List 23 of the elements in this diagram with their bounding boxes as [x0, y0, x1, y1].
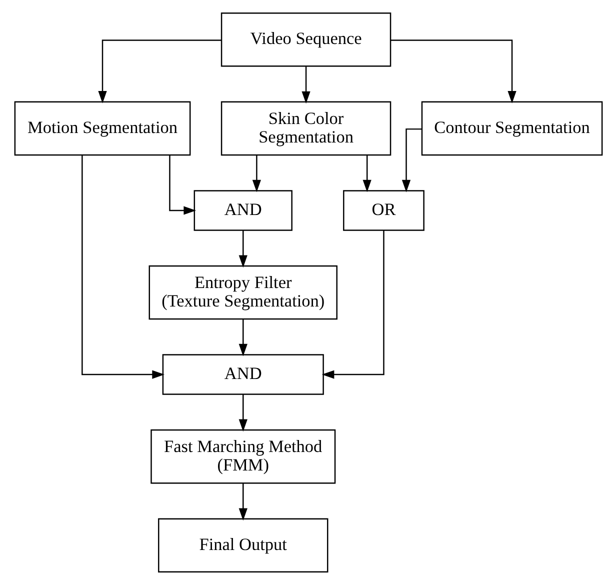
arrow [362, 155, 371, 192]
arrow [238, 230, 247, 268]
arrow [81, 155, 164, 379]
arrow [321, 230, 384, 379]
arrow [168, 155, 196, 215]
node-box: Skin Color Segmentation [220, 101, 391, 156]
arrow [252, 155, 261, 192]
node-box: Motion Segmentation [14, 101, 190, 156]
arrow [401, 128, 422, 192]
node-box: AND [162, 354, 324, 395]
arrow [238, 483, 247, 521]
node-box: AND [193, 190, 292, 231]
arrow [238, 319, 247, 356]
arrow [301, 66, 310, 104]
node-box: Video Sequence [220, 12, 391, 67]
arrow [238, 394, 247, 432]
node-box: OR [342, 190, 424, 231]
node-box: Contour Segmentation [420, 101, 602, 156]
node-box: Fast Marching Method (FMM) [150, 429, 336, 484]
node-box: Final Output [158, 518, 328, 572]
arrow [390, 40, 516, 104]
arrow [98, 40, 221, 104]
node-box: Entropy Filter (Texture Segmentation) [148, 265, 337, 320]
